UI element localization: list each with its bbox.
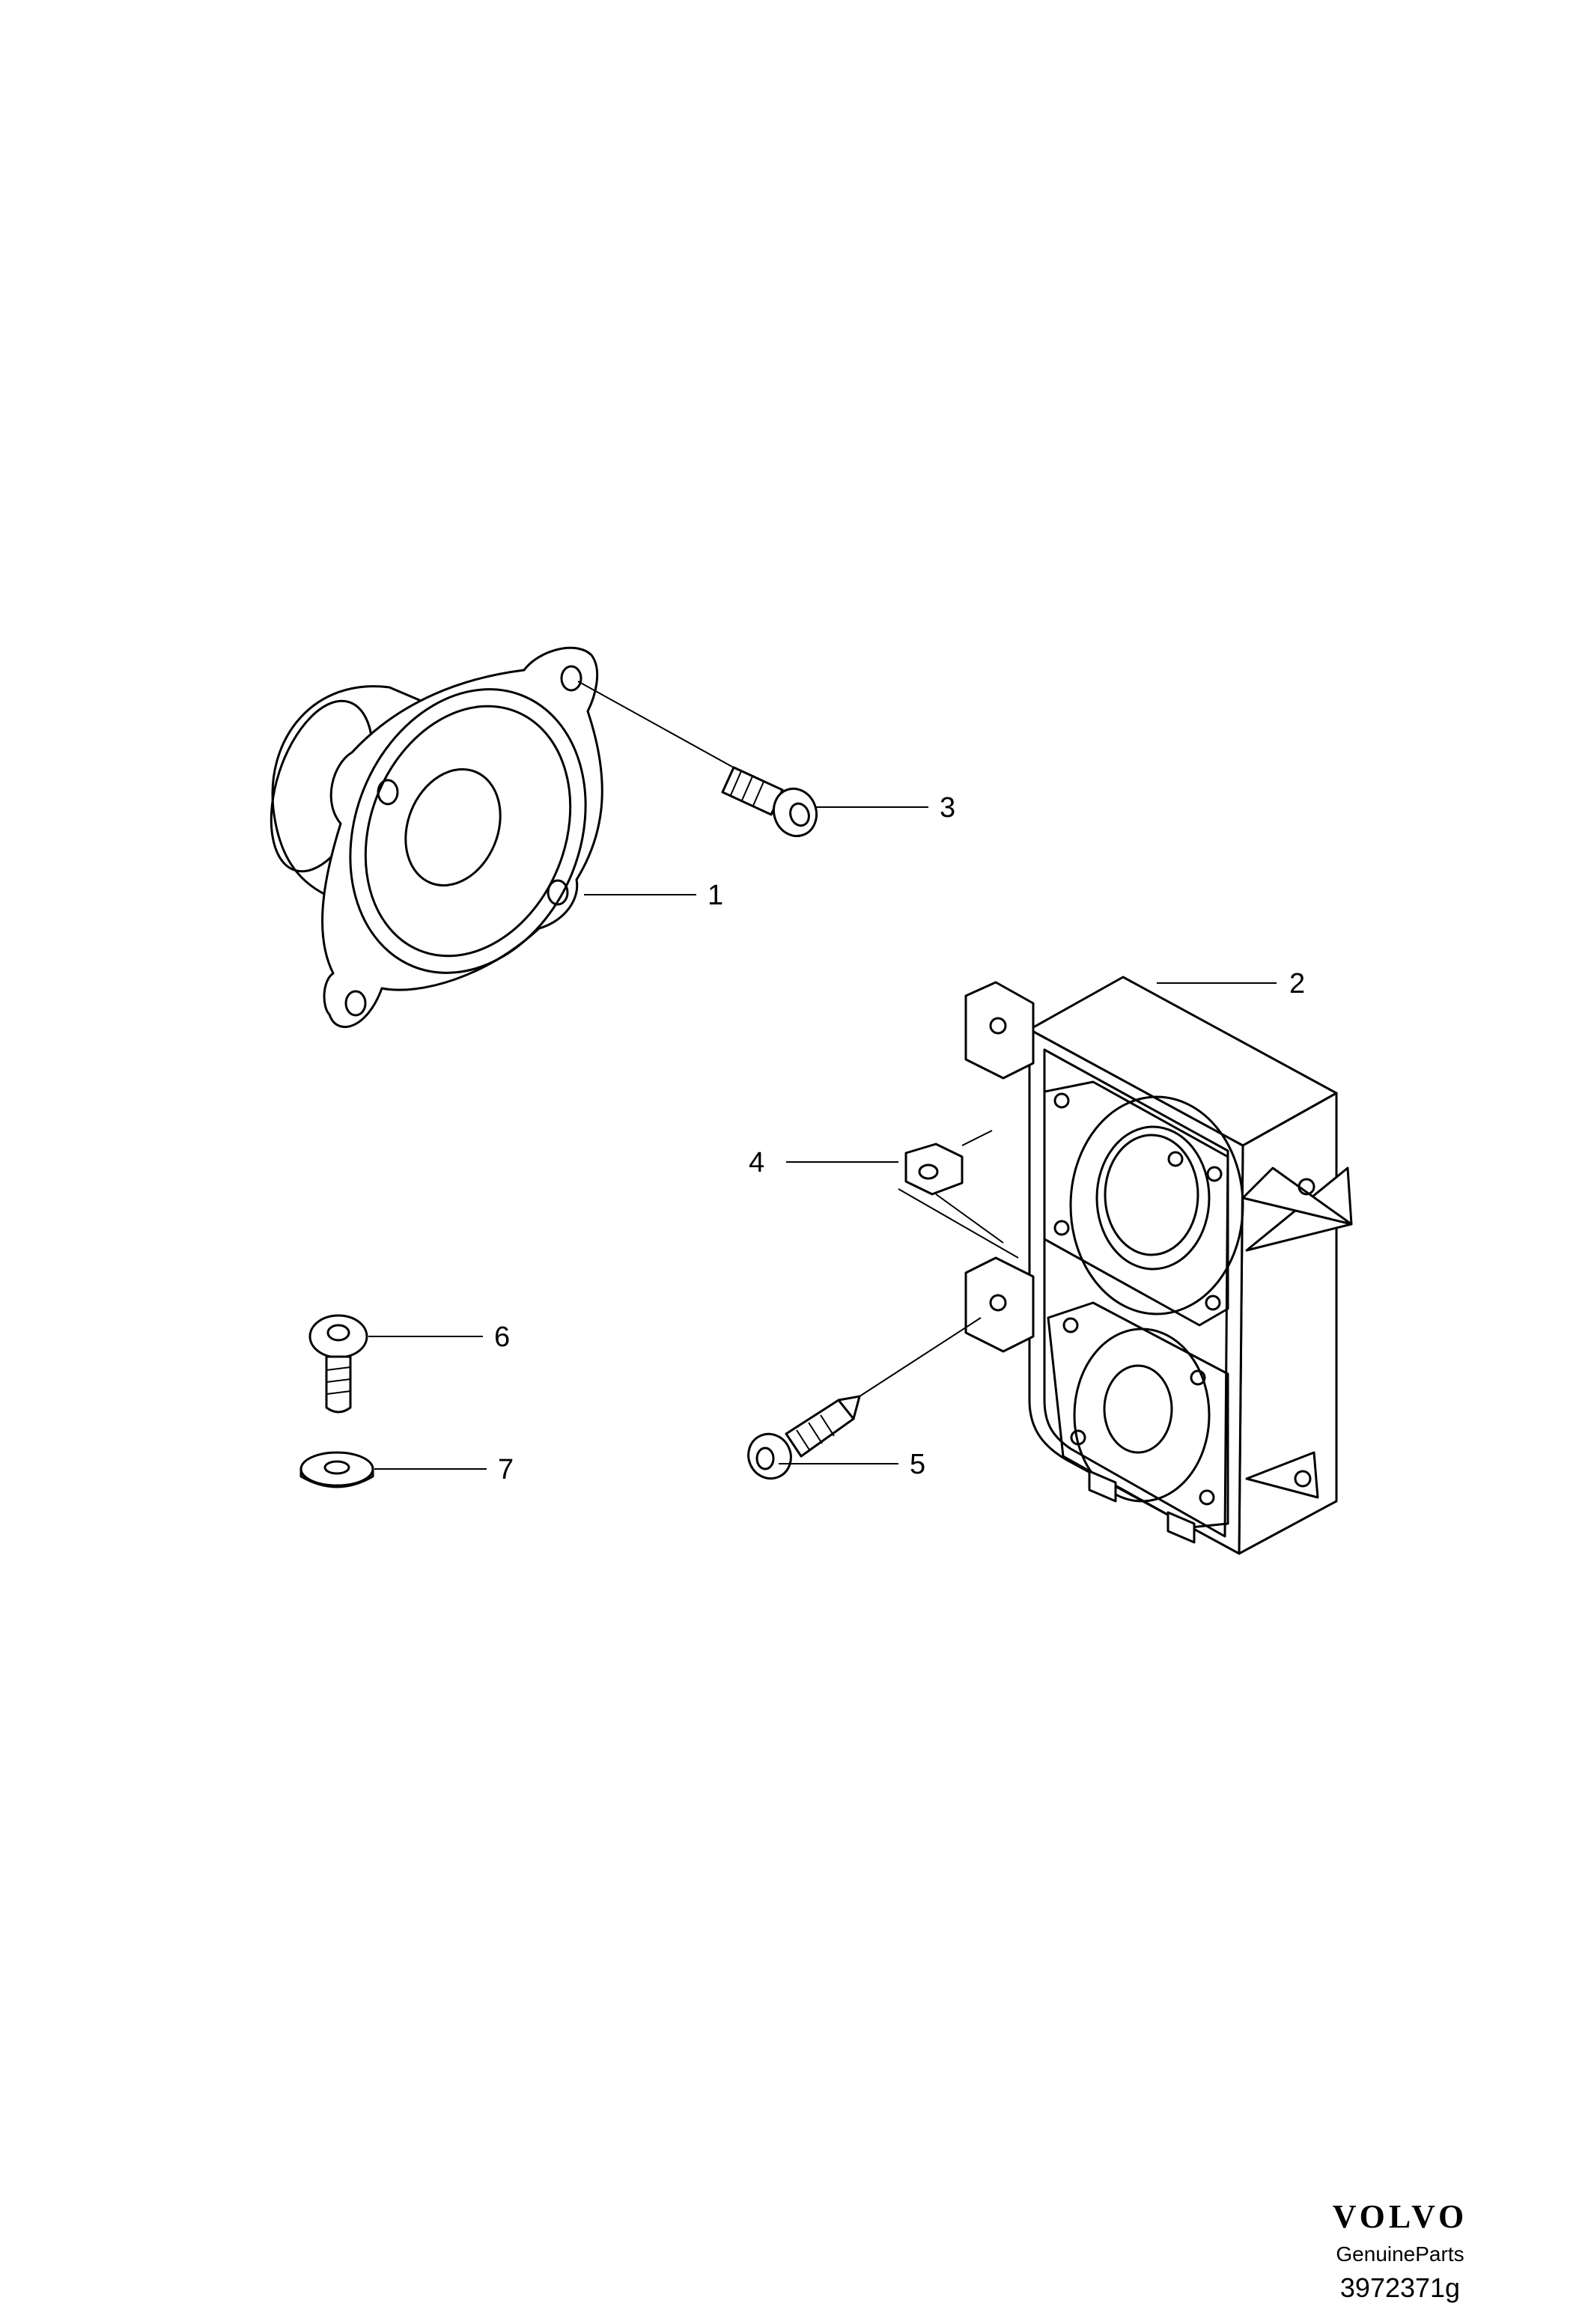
callout-4: 4: [749, 1147, 764, 1178]
callout-1: 1: [708, 880, 723, 911]
callout-5: 5: [910, 1449, 925, 1480]
callout-2: 2: [1289, 968, 1305, 1000]
part-3-screw: [577, 681, 818, 838]
part-6-bolt: [308, 1314, 368, 1414]
callout-7: 7: [498, 1454, 514, 1485]
part-7-washer: [299, 1451, 374, 1488]
part-4-clip-nut: [898, 1130, 1019, 1259]
genuine-parts-label: GenuineParts: [1336, 2242, 1464, 2266]
part-2-box-speaker: [964, 976, 1353, 1555]
callout-3: 3: [940, 792, 955, 824]
diagram-code: 3972371g: [1340, 2272, 1460, 2303]
callout-6: 6: [494, 1321, 510, 1353]
part-1-speaker: [270, 646, 603, 1028]
part-5-tapping-screw: [747, 1317, 982, 1480]
volvo-logo: VOLVO: [1333, 2198, 1468, 2235]
